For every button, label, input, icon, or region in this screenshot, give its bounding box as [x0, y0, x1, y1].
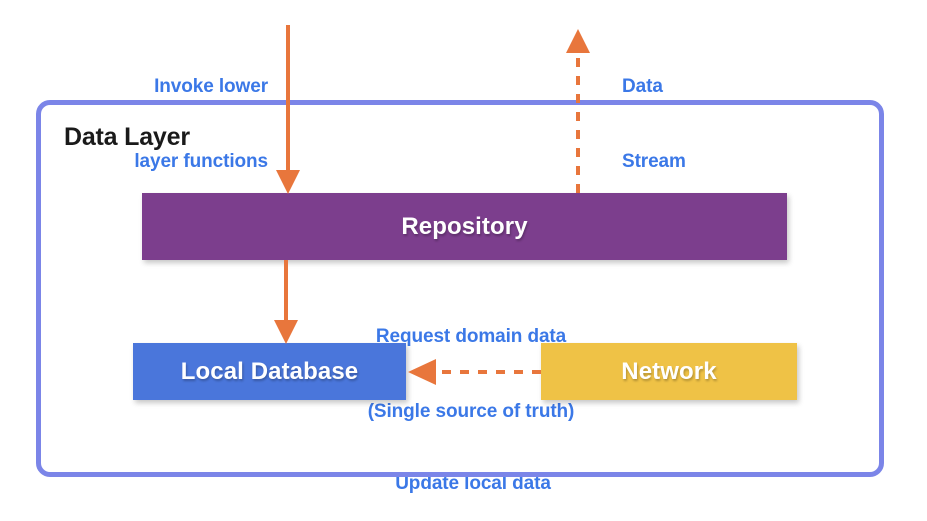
update-local-data-label: Update local data [313, 421, 633, 521]
local-database-box[interactable]: Local Database [133, 343, 406, 400]
repository-box[interactable]: Repository [142, 193, 787, 260]
network-box[interactable]: Network [541, 343, 797, 400]
invoke-lower-layer-functions-label: Invoke lower layer functions [0, 24, 268, 224]
data-layer-title: Data Layer [64, 123, 190, 151]
data-stream-label-line-1: Data [622, 76, 663, 97]
request-domain-data-label: Request domain data (Single source of tr… [311, 274, 631, 474]
invoke-label-line-1: Invoke lower [154, 76, 268, 97]
update-label-line-1: Update local data [395, 473, 551, 494]
invoke-label-line-2: layer functions [134, 151, 268, 172]
network-label: Network [621, 357, 717, 385]
request-label-line-2: (Single source of truth) [367, 401, 575, 422]
request-label-line-1: Request domain data [375, 326, 567, 347]
data-stream-label: Data Stream [622, 24, 822, 224]
repository-label: Repository [401, 212, 528, 240]
data-layer-container [36, 100, 884, 477]
local-database-label: Local Database [180, 357, 359, 385]
data-stream-label-line-2: Stream [622, 151, 686, 172]
